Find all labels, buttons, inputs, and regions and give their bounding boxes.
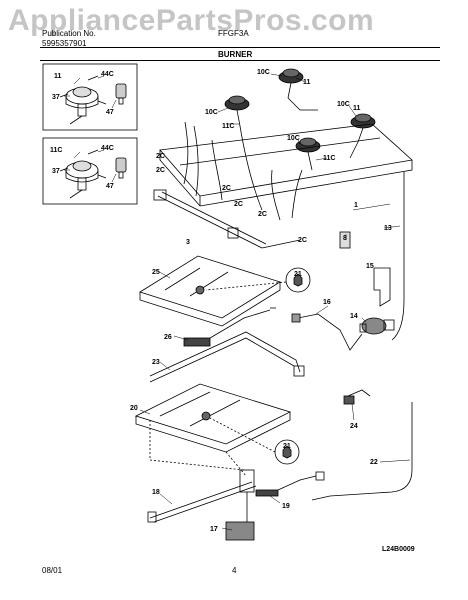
watermark: AppliancePartsPros.com — [8, 4, 375, 37]
callout-23: 23 — [152, 359, 160, 366]
header-rule-bottom — [40, 60, 440, 61]
manifold-pipe — [153, 189, 301, 249]
screw-21a-detail — [293, 273, 303, 287]
guide-line-2 — [225, 451, 247, 477]
footer-page-number: 4 — [232, 566, 237, 575]
callout-15: 15 — [366, 263, 374, 270]
callout-2c-1: 2C — [156, 153, 165, 160]
model-number: FFGF3A — [218, 29, 249, 38]
callout-14: 14 — [350, 313, 358, 320]
callout-10c-1: 10C — [257, 69, 270, 76]
callout-10c-4: 10C — [287, 135, 300, 142]
section-title: BURNER — [218, 50, 253, 59]
callout-11-2: 11 — [353, 105, 361, 112]
callout-24: 24 — [350, 423, 358, 430]
callout-circle-21a — [285, 267, 311, 293]
screw-21b-detail — [282, 445, 292, 459]
part-8-bracket — [339, 231, 351, 249]
callout-2c-6: 2C — [298, 237, 307, 244]
part-15-bracket — [373, 267, 391, 307]
inset-box-11 — [42, 63, 138, 131]
callout-2c-2: 2C — [156, 167, 165, 174]
callout-17: 17 — [210, 526, 218, 533]
burner-orifice-assembly-inset-11 — [59, 75, 127, 125]
igniter-19 — [255, 471, 325, 497]
callout-11c-2: 11C — [323, 155, 335, 162]
tube-16-fitting — [291, 313, 301, 323]
header-rule-top — [40, 47, 440, 48]
callout-2c-5: 2C — [258, 211, 267, 218]
callout-19: 19 — [282, 503, 290, 510]
callout-44c-inset-b: 44C — [101, 145, 114, 152]
callout-18: 18 — [152, 489, 160, 496]
callout-16: 16 — [323, 299, 331, 306]
callout-10c-3: 10C — [337, 101, 350, 108]
callout-11c-1: 11C — [222, 123, 234, 130]
callout-3: 3 — [186, 239, 190, 246]
burner-head-1 — [224, 95, 250, 127]
callout-13: 13 — [384, 225, 392, 232]
callout-47-inset-a: 47 — [106, 109, 114, 116]
orifice-24 — [347, 389, 371, 397]
bracket-18 — [147, 481, 257, 523]
burner-box-frame — [159, 123, 413, 207]
guide-line-1 — [149, 420, 245, 471]
callout-37-inset-a: 37 — [52, 94, 60, 101]
callout-25: 25 — [152, 269, 160, 276]
heat-shield-25 — [139, 255, 281, 327]
callout-37-inset-b: 37 — [52, 168, 60, 175]
igniter-assembly-26 — [183, 307, 276, 347]
screw-21a — [195, 285, 205, 295]
callout-21-b: 21 — [283, 443, 291, 450]
footer-date: 08/01 — [42, 566, 63, 575]
gas-tubes — [183, 97, 359, 221]
callout-44c-inset-a: 44C — [101, 71, 114, 78]
tube-13 — [391, 172, 405, 341]
publication-number: 5995357901 — [42, 39, 87, 48]
baffle-20 — [134, 383, 292, 453]
callout-11-inset: 11 — [54, 73, 62, 80]
callout-47-inset-b: 47 — [106, 183, 114, 190]
callout-8: 8 — [343, 235, 347, 242]
callout-11c-inset: 11C — [50, 147, 62, 154]
orifice-24-fitting — [343, 395, 355, 405]
safety-valve-17 — [225, 469, 255, 541]
inset-box-11c — [42, 137, 138, 205]
burner-head-2 — [278, 68, 304, 99]
callout-11-1: 11 — [303, 79, 311, 86]
burner-head-3 — [350, 113, 376, 143]
burner-orifice-assembly-inset-11c — [59, 149, 127, 199]
callout-26: 26 — [164, 334, 172, 341]
oven-burner-23 — [149, 331, 305, 383]
callout-20: 20 — [130, 405, 138, 412]
pressure-regulator-14 — [359, 317, 395, 335]
callout-22: 22 — [370, 459, 378, 466]
callout-2c-4: 2C — [234, 201, 243, 208]
callout-1: 1 — [354, 202, 358, 209]
publication-label: Publication No. — [42, 29, 96, 38]
leader-lines — [64, 73, 411, 531]
screw-21b — [201, 411, 211, 421]
tube-22 — [311, 402, 413, 501]
callout-10c-2: 10C — [205, 109, 218, 116]
tube-16 — [297, 313, 363, 351]
callout-2c-3: 2C — [222, 185, 231, 192]
diagram-code: L24B0009 — [382, 546, 415, 553]
callout-21-a: 21 — [294, 271, 302, 278]
